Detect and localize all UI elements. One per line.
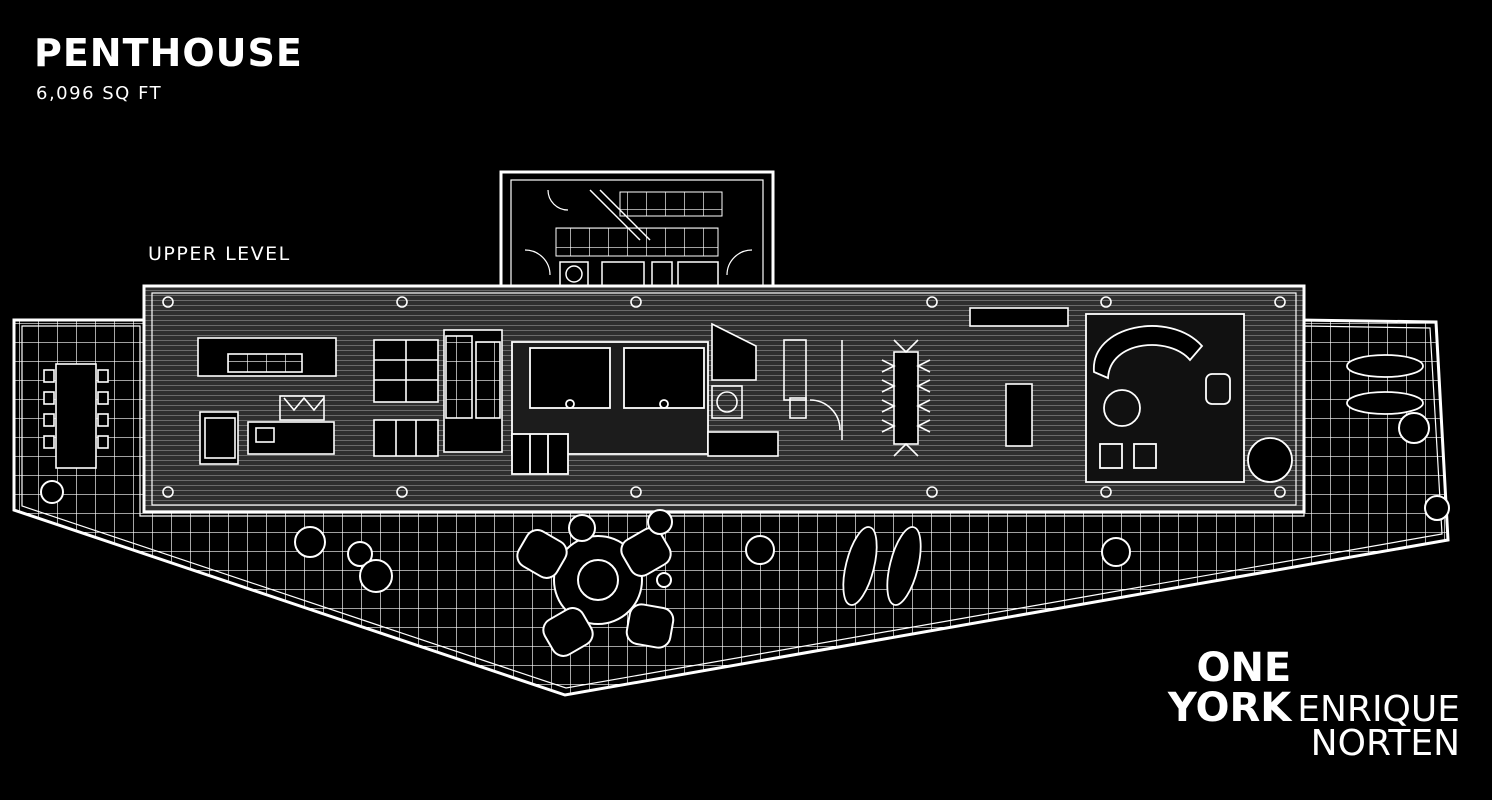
stair-core (499, 170, 775, 294)
bath-suites (511, 341, 709, 475)
column-markers (162, 296, 1286, 498)
brand-line-york: YORK (1167, 685, 1292, 731)
media-lounge (197, 337, 337, 465)
kitchen (707, 322, 843, 457)
brand-line-enrique: ENRIQUE (1297, 689, 1460, 730)
terrace-lounge (516, 527, 675, 657)
lounge-room (1085, 313, 1293, 483)
brand-line-one: ONE (1196, 645, 1292, 691)
level-label: UPPER LEVEL (148, 243, 291, 265)
page-title: PENTHOUSE (34, 31, 303, 75)
plant-markers (40, 412, 1450, 593)
chaise-loungers (842, 354, 1424, 606)
storage-stair (373, 329, 503, 457)
terrace-dining (43, 363, 109, 469)
brand-line-norten: NORTEN (1310, 723, 1460, 764)
dining-table (881, 307, 1069, 457)
area-label: 6,096 SQ FT (36, 83, 163, 104)
